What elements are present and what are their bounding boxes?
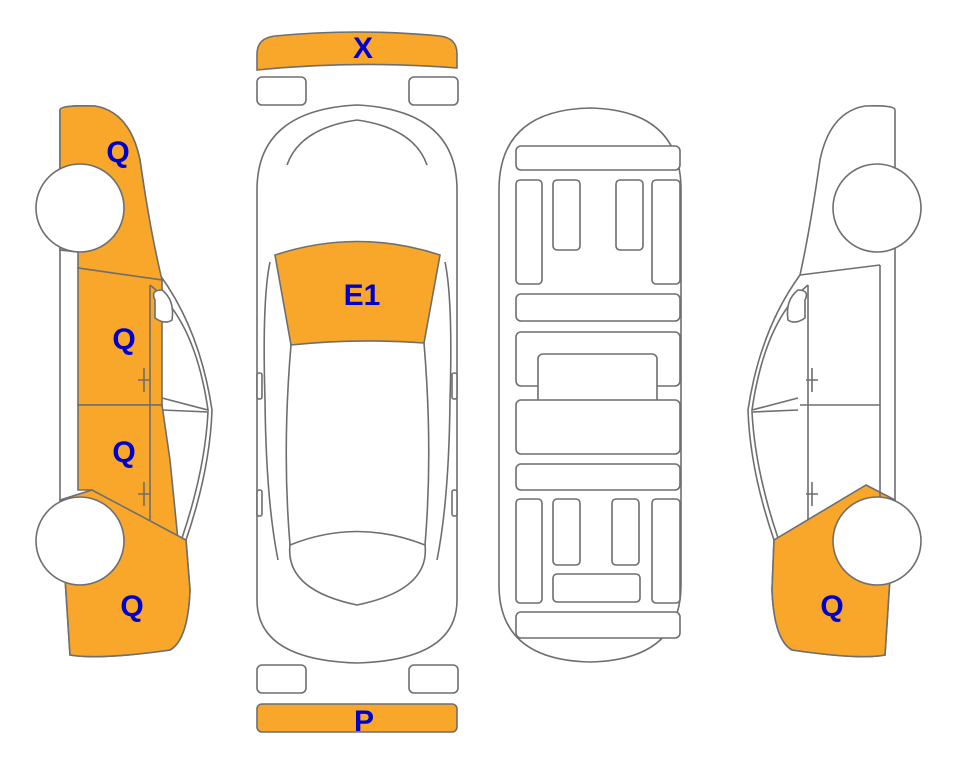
- left-window-rear: [161, 409, 209, 539]
- underside-view: [498, 107, 682, 663]
- right-front-wheel: [832, 163, 922, 253]
- mirror-left-1: [256, 372, 263, 400]
- left-front-door-handle: [138, 368, 150, 392]
- front-left-light: [256, 76, 307, 106]
- damage-labels: X E1 P Q Q Q Q Q: [106, 32, 843, 738]
- label-left-rear-quarter: Q: [120, 590, 143, 623]
- mirror-right-1: [451, 372, 458, 400]
- under-panel-13: [552, 573, 641, 603]
- roof-line-left: [285, 344, 292, 546]
- mirror-left-2: [256, 489, 263, 517]
- under-panel-11: [611, 498, 640, 566]
- under-panel-8: [515, 463, 681, 491]
- left-side-view: [35, 105, 213, 658]
- under-panel-rear: [515, 611, 681, 639]
- right-front-door-handle: [806, 368, 818, 392]
- under-panel-9: [515, 498, 543, 604]
- rear-right-light: [408, 664, 459, 694]
- label-left-front-fender: Q: [106, 136, 129, 169]
- label-front-bumper: X: [353, 32, 373, 65]
- under-panel-4: [651, 179, 681, 285]
- rear-window: [288, 530, 427, 606]
- under-panel-12: [651, 498, 681, 604]
- left-front-wheel: [35, 163, 125, 253]
- label-rear-bumper: P: [354, 705, 374, 738]
- left-rear-door-handle: [138, 482, 150, 506]
- under-panel-7: [515, 399, 681, 455]
- under-panel-front: [515, 145, 681, 171]
- right-rear-wheel: [832, 496, 922, 586]
- right-rear-door-handle: [806, 482, 818, 506]
- side-window-left: [263, 261, 279, 561]
- right-window-rear: [751, 409, 799, 539]
- rear-bumper[interactable]: [256, 703, 458, 733]
- under-panel-10: [552, 498, 581, 566]
- right-door-seam-top: [799, 264, 881, 276]
- top-view: [256, 31, 459, 733]
- under-panel-5: [515, 293, 681, 322]
- front-bumper[interactable]: [256, 31, 458, 71]
- right-mirror: [786, 289, 808, 323]
- roof-line-right: [423, 342, 430, 546]
- top-body: [256, 104, 458, 664]
- under-panel-2: [552, 179, 581, 251]
- label-right-rear-quarter: Q: [820, 590, 843, 623]
- label-left-front-door: Q: [112, 323, 135, 356]
- hood-line-left: [286, 119, 358, 166]
- label-left-rear-door: Q: [112, 436, 135, 469]
- under-panel-1: [515, 179, 543, 285]
- front-right-light: [408, 76, 459, 106]
- left-rear-wheel: [35, 496, 125, 586]
- under-panel-3: [615, 179, 644, 251]
- hood-line-right: [356, 119, 428, 166]
- label-windshield: E1: [344, 279, 381, 312]
- side-window-right: [436, 261, 452, 561]
- right-side-view: [747, 105, 922, 658]
- mirror-right-2: [451, 489, 458, 517]
- left-mirror: [152, 289, 174, 323]
- windshield[interactable]: [274, 240, 441, 346]
- rear-left-light: [256, 664, 307, 694]
